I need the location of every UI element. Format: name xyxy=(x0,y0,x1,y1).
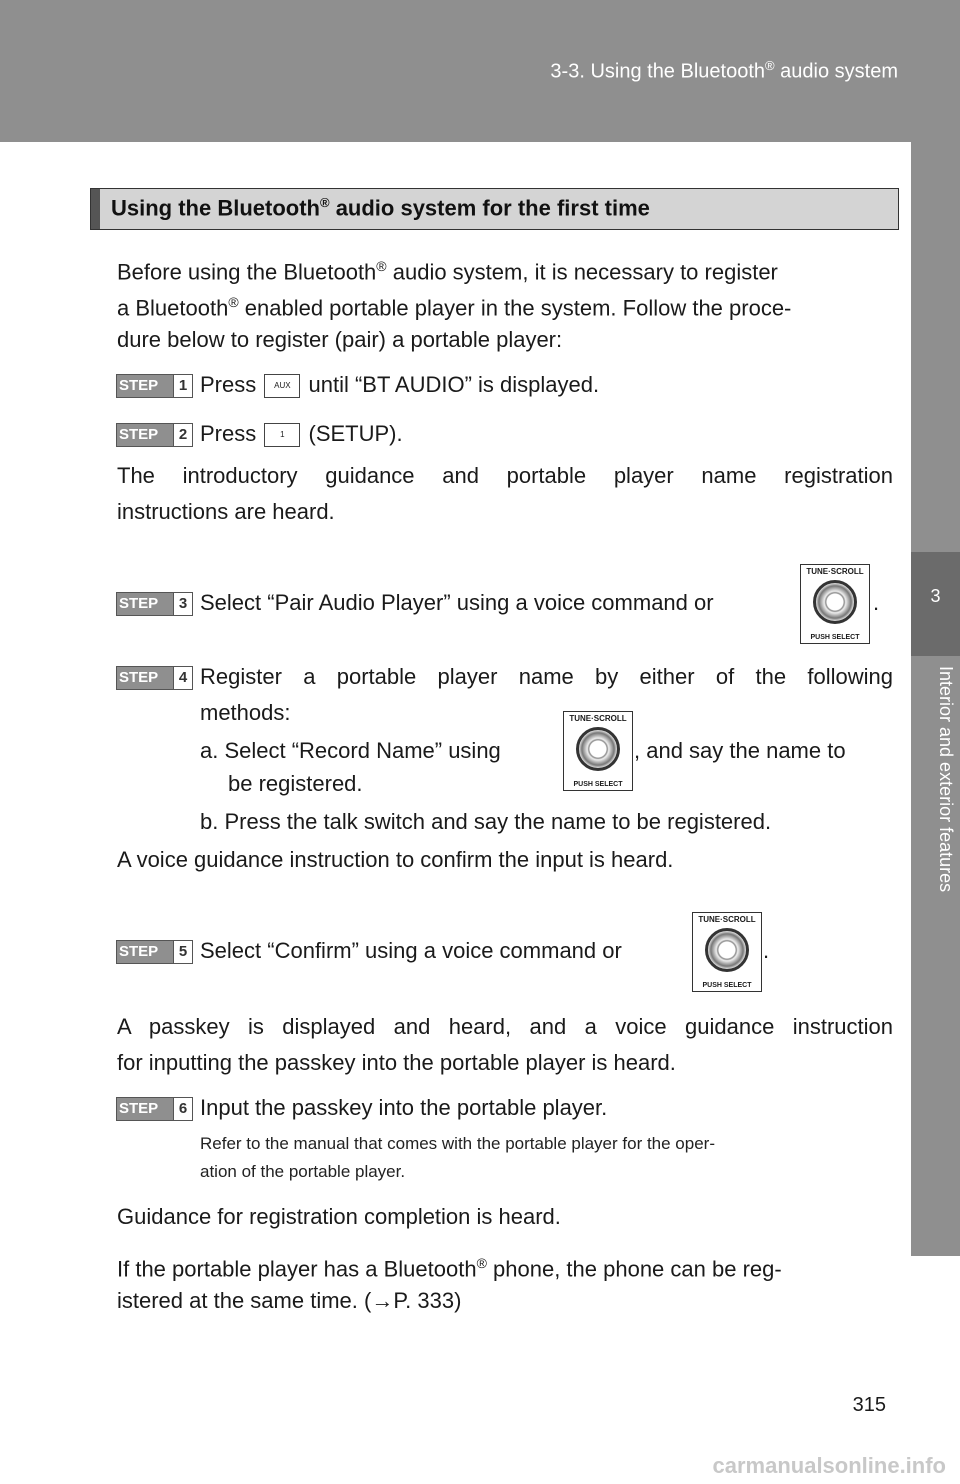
step-2-text: Press 1 (SETUP). xyxy=(200,421,403,448)
step-3-period: . xyxy=(873,590,880,615)
step-4-option-a-line-2: be registered. xyxy=(228,771,363,796)
step-4-option-a-cont: , and say the name to xyxy=(634,738,846,763)
step-5-note-line-1: A passkey is displayed and heard, and a … xyxy=(117,1014,893,1039)
step-2-note-line-2: instructions are heard. xyxy=(117,499,335,524)
step-3-text: Select “Pair Audio Player” using a voice… xyxy=(200,590,714,615)
page-header xyxy=(0,0,960,142)
step-4-option-b: b. Press the talk switch and say the nam… xyxy=(200,809,772,834)
intro-line-2: a Bluetooth® enabled portable player in … xyxy=(117,294,792,321)
side-tab-chapter-block xyxy=(911,552,960,656)
step-5-text: Select “Confirm” using a voice command o… xyxy=(200,938,622,963)
end-line-1: Guidance for registration completion is … xyxy=(117,1204,561,1229)
step-5-note-line-2: for inputting the passkey into the porta… xyxy=(117,1050,676,1075)
chapter-number: 3 xyxy=(930,586,941,606)
watermark: carmanualsonline.info xyxy=(712,1453,947,1478)
step-6-small-line-2: ation of the portable player. xyxy=(200,1162,406,1181)
end-line-2: If the portable player has a Bluetooth® … xyxy=(117,1255,782,1282)
step-6-small-line-1: Refer to the manual that comes with the … xyxy=(200,1134,715,1153)
intro-line-3: dure below to register (pair) a portable… xyxy=(117,327,563,352)
intro-line-1: Before using the Bluetooth® audio system… xyxy=(117,258,778,285)
side-tab-top xyxy=(911,142,960,552)
section-title: Using the Bluetooth® audio system for th… xyxy=(111,195,650,221)
step-5-period: . xyxy=(763,938,770,963)
section-heading-box: Using the Bluetooth® audio system for th… xyxy=(90,188,899,230)
step-4-note: A voice guidance instruction to confirm … xyxy=(117,847,674,872)
step-2-note-line-1: The introductory guidance and portable p… xyxy=(117,463,893,488)
step-6-text: Input the passkey into the portable play… xyxy=(200,1095,608,1120)
step-4-line-1: Register a portable player name by eithe… xyxy=(200,664,893,689)
end-line-3: istered at the same time. (→P. 333) xyxy=(117,1288,462,1313)
step-1-text: Press AUX until “BT AUDIO” is displayed. xyxy=(200,372,600,399)
chapter-label: Interior and exterior features xyxy=(936,666,956,893)
header-section-title: 3-3. Using the Bluetooth® audio system xyxy=(550,58,898,83)
step-4-option-a: a. Select “Record Name” using xyxy=(200,738,501,763)
page-number: 315 xyxy=(852,1394,886,1416)
step-4-line-2: methods: xyxy=(200,700,291,725)
side-tab-label-block xyxy=(911,656,960,1256)
preset-1-button-icon: 1 xyxy=(264,423,301,448)
aux-button-icon: AUX xyxy=(264,374,301,399)
